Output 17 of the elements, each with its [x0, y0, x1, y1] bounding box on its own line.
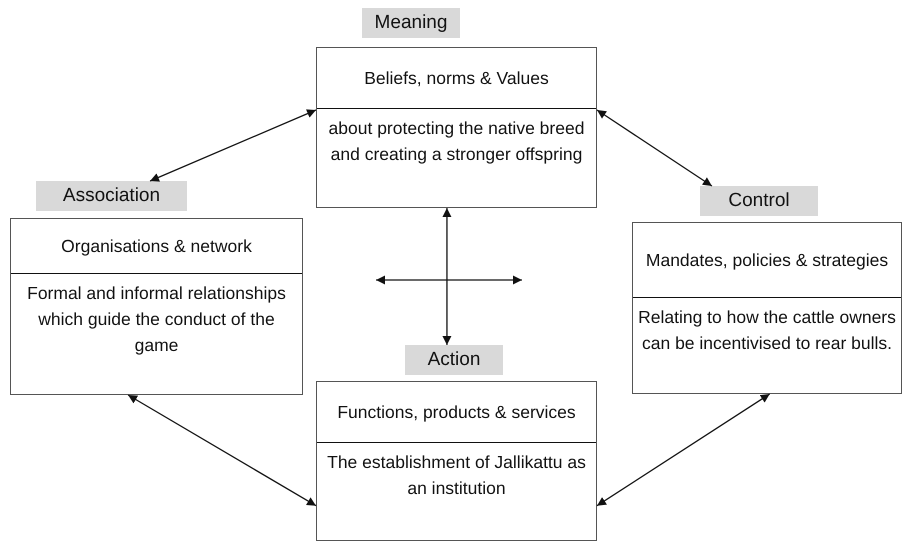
section-heading: Action [405, 345, 503, 375]
double-arrow [128, 394, 316, 506]
section-heading: Meaning [362, 8, 460, 38]
description-text: about protecting the native breed and creating a stronger offspring [328, 117, 586, 166]
description-text: Formal and informal relationships which guide the conduct of the game [26, 282, 287, 357]
description-text: Relating to how the cattle owners can be incentivised to rear bulls. [637, 306, 897, 355]
category-label: Mandates, policies & strategies [646, 249, 888, 272]
category-label: Functions, products & services [337, 401, 576, 424]
double-arrow [596, 109, 712, 187]
category-label: Beliefs, norms & Values [364, 67, 549, 90]
description-text: The establishment of Jallikattu as an institution [326, 451, 587, 500]
double-arrow [442, 208, 452, 345]
double-arrow [596, 393, 770, 506]
section-heading: Control [700, 186, 818, 216]
section-heading: Association [36, 181, 187, 211]
category-label: Organisations & network [61, 235, 252, 258]
double-arrow [150, 109, 316, 182]
